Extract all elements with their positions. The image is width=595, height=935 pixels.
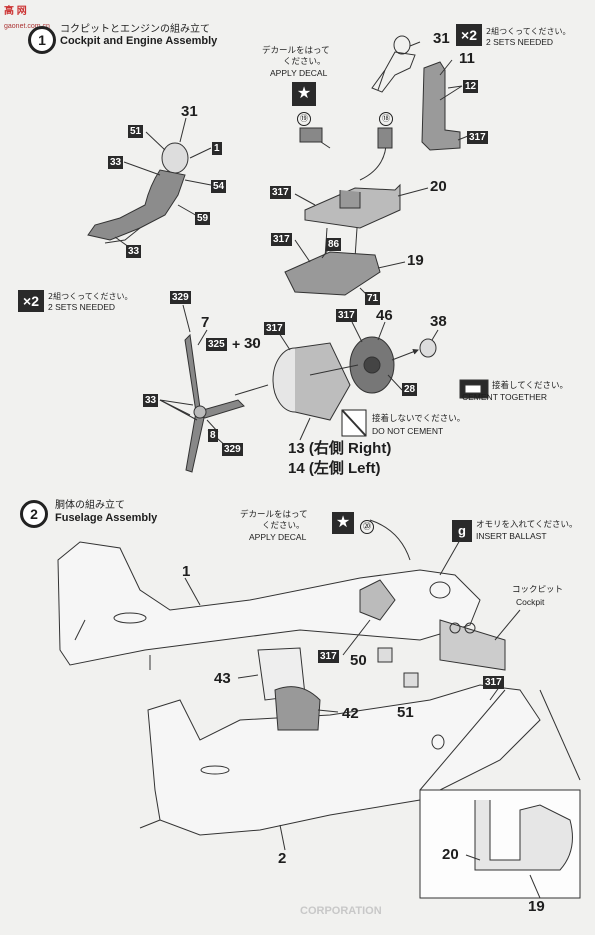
part-2-lower-fuselage: 2 bbox=[278, 850, 287, 867]
part-317-seat: 317 bbox=[467, 131, 488, 144]
part-71-tray: 71 bbox=[365, 292, 381, 305]
part-33-torso: 33 bbox=[108, 156, 124, 169]
part-329-prop-top: 329 bbox=[170, 291, 191, 304]
part-33-feet: 33 bbox=[126, 245, 142, 258]
part-11-seat: 11 bbox=[459, 50, 475, 67]
part-1-head: 1 bbox=[212, 142, 222, 155]
make-two-engine-jp: 2組つくってください。 bbox=[48, 292, 133, 301]
part-12-seat: 12 bbox=[463, 80, 479, 93]
part-38-cap: 38 bbox=[430, 313, 447, 330]
cockpit-en: Cockpit bbox=[516, 597, 545, 607]
faint-watermark-text: CORPORATION bbox=[300, 905, 382, 917]
decal-2-jp-1: デカールをはって bbox=[240, 510, 308, 520]
logo-sub: gaonet.com.cn bbox=[4, 23, 50, 30]
part-50: 50 bbox=[350, 652, 367, 669]
star-decal-icon-2: ★ bbox=[332, 512, 354, 534]
step-1-title-jp: コクピットとエンジンの組み立て bbox=[60, 24, 210, 35]
inset-part-20: 20 bbox=[442, 846, 459, 863]
make-two-engine-en: 2 SETS NEEDED bbox=[48, 302, 116, 312]
ballast-en: INSERT BALLAST bbox=[476, 531, 547, 541]
step-2-title-jp: 胴体の組み立て bbox=[55, 500, 125, 511]
part-317-tray: 317 bbox=[271, 233, 292, 246]
make-two-badge-engine: ×2 bbox=[18, 290, 44, 312]
part-325-prop: 325 bbox=[206, 338, 227, 351]
part-329-prop-bottom: 329 bbox=[222, 443, 243, 456]
part-31-pilot: 31 bbox=[181, 103, 198, 120]
make-two-en: 2 SETS NEEDED bbox=[486, 37, 554, 47]
part-8-prop: 8 bbox=[208, 429, 218, 442]
no-cement-jp: 接着しないでください。 bbox=[372, 414, 466, 424]
step-2-badge: 2 bbox=[20, 500, 48, 528]
decal-number-19: ⑲ bbox=[297, 112, 311, 126]
star-decal-icon: ★ bbox=[292, 82, 316, 106]
logo: 高 网 bbox=[4, 6, 27, 17]
nacelle-right-label: 13 (右側 Right) bbox=[288, 440, 392, 457]
decal-2-en: APPLY DECAL bbox=[249, 532, 307, 542]
make-two-badge: ×2 bbox=[456, 24, 482, 46]
part-46-engine: 46 bbox=[376, 307, 393, 324]
nacelle-left-label: 14 (左側 Left) bbox=[288, 460, 381, 477]
inset-part-19: 19 bbox=[528, 898, 545, 915]
step-2-title-en: Fuselage Assembly bbox=[55, 512, 158, 524]
no-cement-en: DO NOT CEMENT bbox=[372, 426, 444, 436]
decal-jp-1: デカールをはって bbox=[262, 46, 330, 56]
part-20-floor: 20 bbox=[430, 178, 447, 195]
part-30-prop: 30 bbox=[244, 335, 261, 352]
ballast-jp: オモリを入れてください。 bbox=[476, 520, 578, 530]
part-317-fuselage-b: 317 bbox=[483, 676, 504, 689]
part-317-fuselage-a: 317 bbox=[318, 650, 339, 663]
decal-number-20: ⑳ bbox=[360, 520, 374, 534]
step-1-title-en: Cockpit and Engine Assembly bbox=[60, 35, 218, 47]
ballast-icon: g bbox=[452, 520, 472, 542]
cement-en: CEMENT TOGETHER bbox=[462, 392, 548, 402]
part-43: 43 bbox=[214, 670, 231, 687]
part-51-helmet: 51 bbox=[128, 125, 144, 138]
part-7-prop: 7 bbox=[201, 314, 210, 331]
cement-jp: 接着してください。 bbox=[492, 381, 568, 391]
make-two-jp: 2組つくってください。 bbox=[486, 27, 571, 36]
plus-sign: + bbox=[232, 336, 241, 352]
part-317-engine: 317 bbox=[336, 309, 357, 322]
part-54-arm: 54 bbox=[211, 180, 227, 193]
cockpit-jp: コックピット bbox=[512, 585, 564, 595]
part-86-tray: 86 bbox=[326, 238, 342, 251]
part-31-small-pilot: 31 bbox=[433, 30, 450, 47]
part-1-upper-fuselage: 1 bbox=[182, 563, 191, 580]
part-33-prop: 33 bbox=[143, 394, 159, 407]
part-317-prop: 317 bbox=[264, 322, 285, 335]
decal-2-jp-2: ください。 bbox=[262, 521, 305, 531]
part-317-floor: 317 bbox=[270, 186, 291, 199]
part-42: 42 bbox=[342, 705, 359, 722]
part-19-tray: 19 bbox=[407, 252, 424, 269]
decal-en: APPLY DECAL bbox=[270, 68, 328, 78]
part-51: 51 bbox=[397, 704, 414, 721]
decal-number-18: ⑱ bbox=[379, 112, 393, 126]
step-1-badge: 1 bbox=[28, 26, 56, 54]
part-59-leg: 59 bbox=[195, 212, 211, 225]
decal-jp-2: ください。 bbox=[283, 57, 326, 67]
part-28-engine: 28 bbox=[402, 383, 418, 396]
